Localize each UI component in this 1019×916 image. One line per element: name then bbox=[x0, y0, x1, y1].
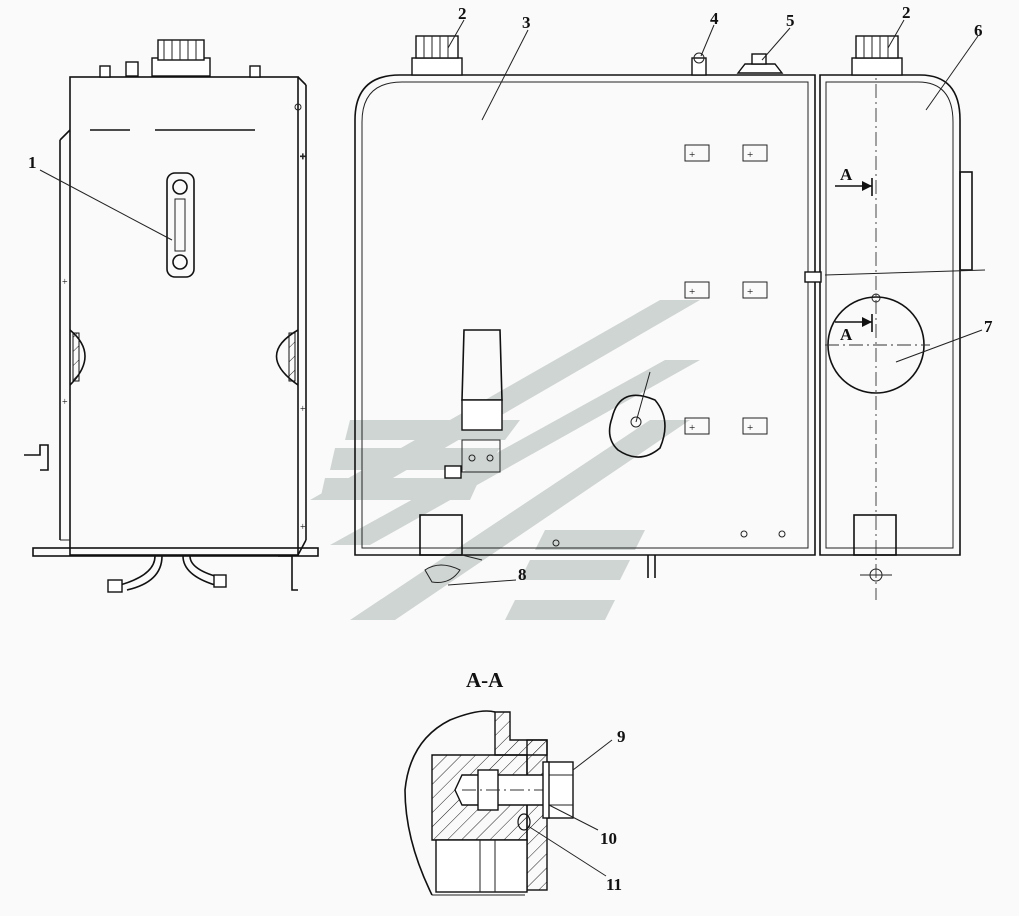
section-mark-lower: A bbox=[840, 325, 853, 344]
front-view: + + + + + + bbox=[354, 35, 986, 600]
label-4: 4 bbox=[710, 9, 719, 28]
svg-text:+: + bbox=[300, 404, 306, 415]
section-title: A-A bbox=[466, 668, 504, 692]
svg-text:+: + bbox=[300, 152, 306, 163]
section-mark-upper: A bbox=[840, 165, 853, 184]
svg-text:+: + bbox=[300, 522, 306, 533]
label-2-right: 2 bbox=[902, 3, 911, 22]
label-9: 9 bbox=[617, 727, 626, 746]
svg-text:+: + bbox=[689, 149, 695, 161]
svg-text:+: + bbox=[689, 422, 695, 434]
callout-labels: 1 2 2 3 4 5 6 7 8 9 10 11 A A A-A bbox=[28, 3, 993, 894]
svg-text:+: + bbox=[62, 397, 68, 408]
side-view: + + + + + bbox=[24, 39, 319, 593]
label-1: 1 bbox=[28, 153, 37, 172]
label-3: 3 bbox=[522, 13, 531, 32]
svg-text:+: + bbox=[62, 277, 68, 288]
label-5: 5 bbox=[786, 11, 795, 30]
label-6: 6 bbox=[974, 21, 983, 40]
label-7: 7 bbox=[984, 317, 993, 336]
label-11: 11 bbox=[606, 875, 622, 894]
svg-text:+: + bbox=[747, 286, 753, 298]
svg-text:+: + bbox=[747, 422, 753, 434]
label-2-left: 2 bbox=[458, 4, 467, 23]
svg-text:+: + bbox=[747, 149, 753, 161]
leader-lines bbox=[39, 19, 983, 877]
label-8: 8 bbox=[518, 565, 527, 584]
section-aa-detail bbox=[404, 710, 574, 896]
watermark-logo bbox=[310, 300, 700, 620]
svg-text:+: + bbox=[689, 286, 695, 298]
label-10: 10 bbox=[600, 829, 617, 848]
